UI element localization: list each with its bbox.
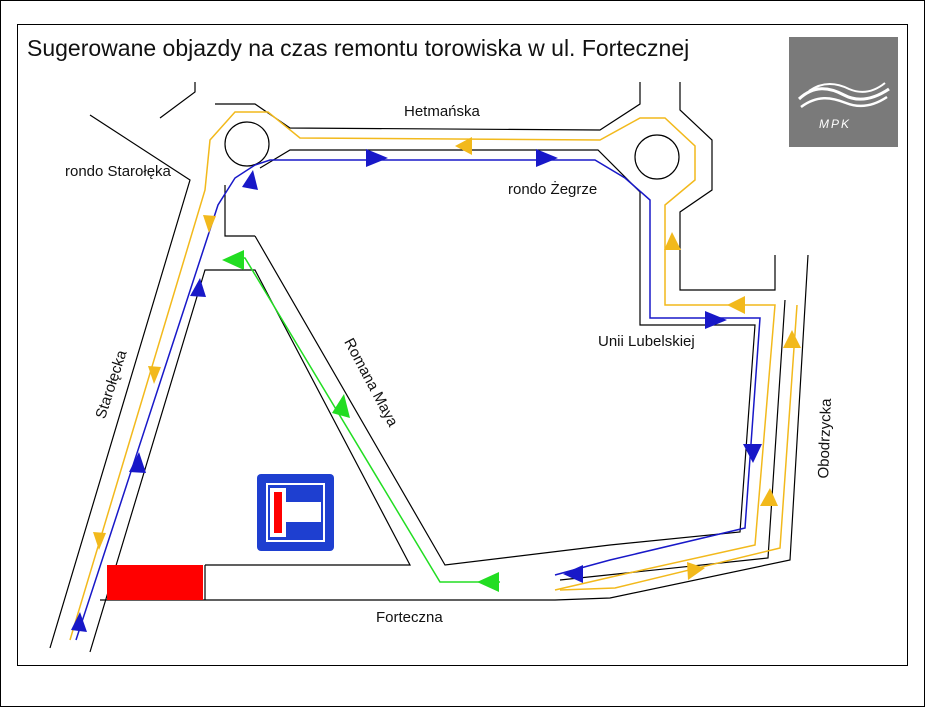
map-frame <box>17 24 908 666</box>
roundabouts <box>224 121 680 180</box>
blue-arrow <box>563 565 583 583</box>
logo-text: MPK <box>819 117 852 131</box>
yellow-arrow <box>148 366 161 384</box>
blue-arrow <box>71 612 87 632</box>
blue-arrow <box>242 170 258 190</box>
road-edge-north-right <box>679 82 776 291</box>
label-hetmanska: Hetmańska <box>404 103 480 120</box>
label-unii-lubelskiej: Unii Lubelskiej <box>598 333 695 350</box>
road-edge-hetmanska-south-2 <box>254 149 756 566</box>
blue-arrow <box>129 452 146 473</box>
yellow-arrow <box>783 330 801 348</box>
yellow-detour <box>69 111 798 641</box>
yellow-route-staroleka <box>69 111 776 641</box>
blue-detour <box>75 159 761 641</box>
mpk-wave-logo-icon <box>797 82 890 109</box>
mpk-logo: MPK <box>789 37 898 147</box>
label-rondo-staroleka: rondo Starołęka <box>65 163 171 180</box>
green-arrow <box>477 572 499 592</box>
road-edge-hetmanska-north <box>159 82 196 119</box>
blue-route <box>75 159 761 641</box>
green-arrow <box>222 250 244 270</box>
label-rondo-zegrze: rondo Żegrze <box>508 181 598 198</box>
dead-end-sign-icon <box>257 474 334 551</box>
yellow-arrow <box>760 488 778 506</box>
road-edge-obodrzycka-east <box>554 254 809 601</box>
blue-arrow <box>190 278 206 297</box>
map-title: Sugerowane objazdy na czas remontu torow… <box>27 35 690 61</box>
closed-section <box>107 565 203 600</box>
label-forteczna: Forteczna <box>376 609 443 626</box>
road-edge-hetmanska-north-2 <box>215 82 641 131</box>
yellow-arrow <box>664 232 681 250</box>
road-edge-hetmanska-south <box>224 185 255 237</box>
arrows <box>71 137 801 632</box>
green-arrow <box>332 394 350 418</box>
roundabout-zegrze <box>634 134 680 180</box>
yellow-arrow <box>93 532 106 550</box>
blue-arrow <box>366 149 388 167</box>
yellow-arrow <box>455 137 472 155</box>
label-obodrzycka: Obodrzycka <box>815 398 835 479</box>
yellow-arrow <box>687 562 705 580</box>
blue-arrow <box>743 444 762 463</box>
road-edge-staroleka-east <box>89 269 411 653</box>
roundabout-staroleka <box>224 121 270 167</box>
road-edge-staroleka-west <box>49 114 191 649</box>
blue-arrow <box>536 149 558 167</box>
blue-arrow <box>705 311 727 329</box>
yellow-arrow <box>203 215 216 233</box>
yellow-arrow <box>727 296 745 314</box>
